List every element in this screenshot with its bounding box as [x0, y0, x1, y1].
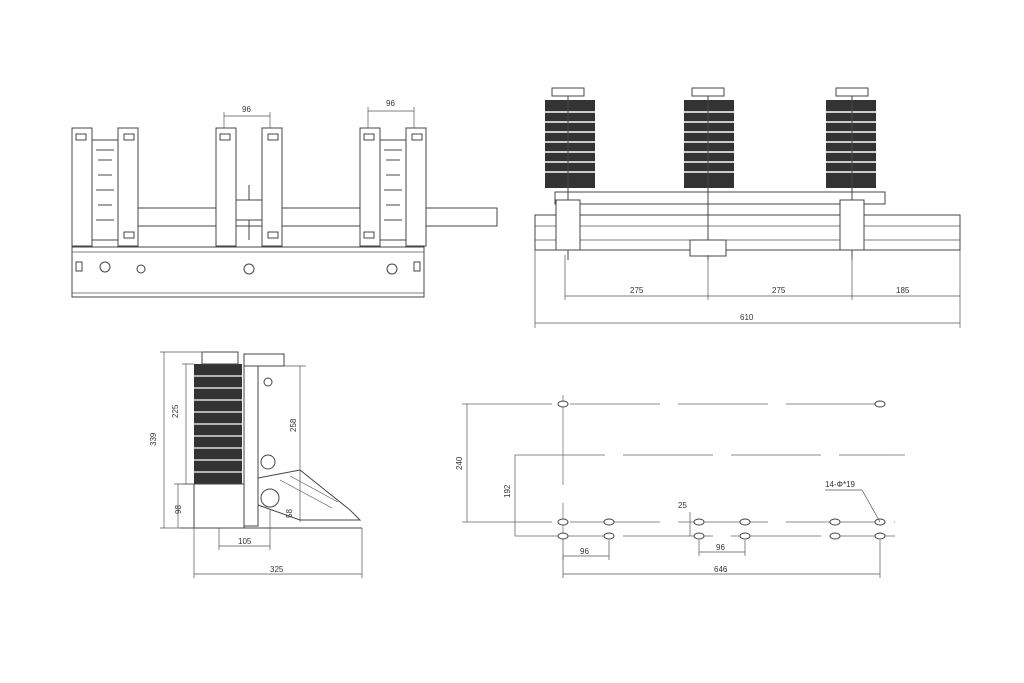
end-dim-58: 58	[285, 509, 294, 518]
post-left	[71, 127, 146, 274]
plan-dim-96-left: 96	[580, 547, 589, 556]
hole-plan: 240 192 14-Φ*19 25 96 96 646	[455, 395, 905, 578]
front-view: 96 96	[71, 99, 498, 298]
side-dim-275-b: 275	[772, 286, 786, 295]
side-frame	[534, 214, 961, 251]
front-dim-96-right: 96	[386, 99, 395, 108]
insulator-1	[545, 87, 595, 260]
side-dim-610: 610	[740, 313, 754, 322]
plan-dim-192: 192	[503, 484, 512, 498]
post-middle	[215, 127, 283, 275]
front-dim-96-left: 96	[242, 105, 251, 114]
side-dim-185: 185	[896, 286, 910, 295]
side-view: 275 275 185 610	[534, 87, 961, 328]
insulator-2	[684, 87, 734, 260]
end-dim-258: 258	[289, 418, 298, 432]
plan-dim-646: 646	[714, 565, 728, 574]
end-base	[193, 483, 245, 529]
insulator-3	[826, 87, 876, 260]
operating-shaft	[134, 207, 498, 227]
end-dim-325: 325	[270, 565, 284, 574]
plan-dim-240: 240	[455, 456, 464, 470]
mount-holes	[557, 400, 886, 540]
plan-dim-hole-spec: 14-Φ*19	[825, 480, 856, 489]
plan-dim-25: 25	[678, 501, 687, 510]
plan-dim-96-mid: 96	[716, 543, 725, 552]
side-dim-275-a: 275	[630, 286, 644, 295]
end-dim-98: 98	[174, 505, 183, 514]
post-right	[359, 127, 427, 275]
end-dim-339: 339	[149, 432, 158, 446]
end-view: 339 225 258 98 58 105 325	[149, 351, 363, 578]
end-dim-105: 105	[238, 537, 252, 546]
end-dim-225: 225	[171, 404, 180, 418]
